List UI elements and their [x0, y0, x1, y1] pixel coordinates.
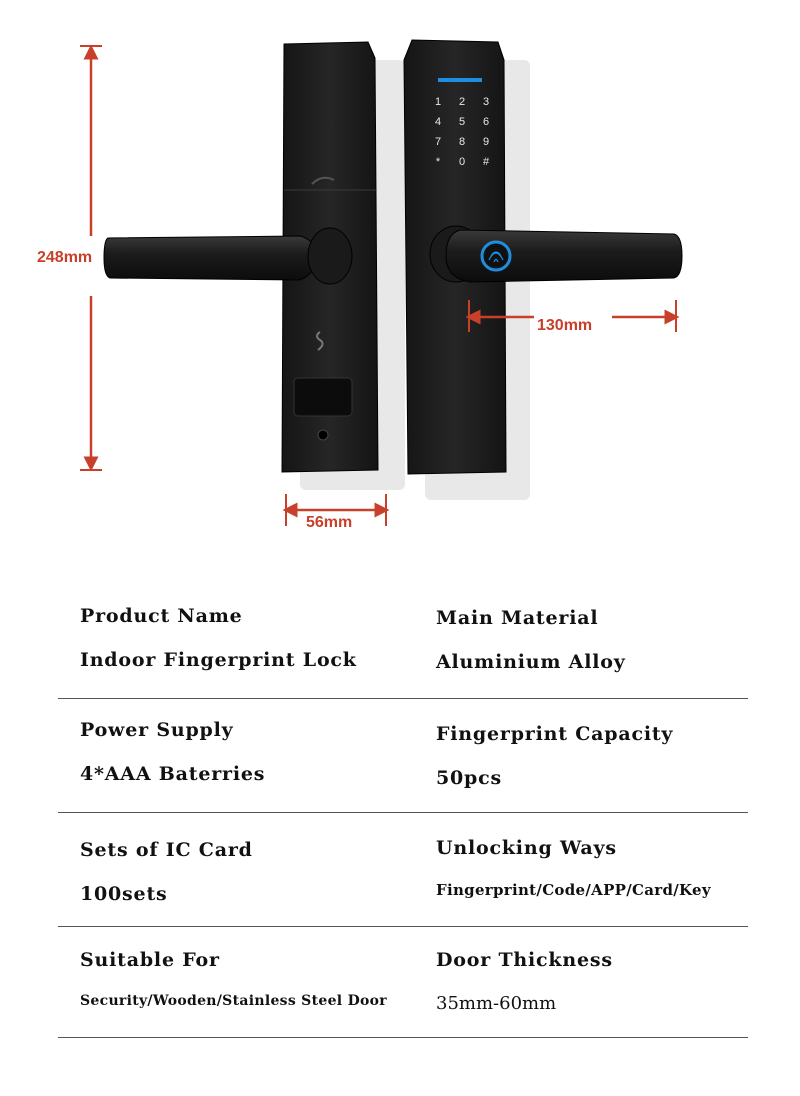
spec-cell: Main Material Aluminium Alloy	[436, 607, 796, 673]
spec-row: Power Supply 4*AAA Baterries Fingerprint…	[58, 699, 748, 813]
spec-value: 100sets	[80, 883, 168, 905]
spec-label: Sets of IC Card	[80, 839, 253, 861]
spec-row: Product Name Indoor Fingerprint Lock Mai…	[58, 585, 748, 699]
front-lever-handle	[429, 225, 683, 283]
spec-cell: Door Thickness 35mm-60mm	[436, 949, 796, 1014]
spec-label: Power Supply	[80, 719, 234, 741]
keypad-key: 5	[459, 116, 465, 128]
keypad-key: 7	[435, 136, 441, 148]
spec-label: Main Material	[436, 607, 599, 629]
spec-cell: Unlocking Ways Fingerprint/Code/APP/Card…	[436, 837, 796, 899]
keypad-key: 1	[435, 96, 441, 108]
spec-row: Suitable For Security/Wooden/Stainless S…	[58, 927, 748, 1038]
keypad-key: 0	[459, 156, 465, 168]
height-label: 248mm	[37, 249, 92, 266]
spec-value: Aluminium Alloy	[436, 651, 626, 673]
spec-value: 50pcs	[436, 767, 502, 789]
spec-label: Unlocking Ways	[436, 837, 617, 859]
keypad-key: 4	[435, 116, 441, 128]
keypad-key: 3	[483, 96, 489, 108]
spec-value: Fingerprint/Code/APP/Card/Key	[436, 881, 711, 899]
width-dimension: 56mm	[282, 494, 390, 531]
handle-length-dimension: 130mm	[465, 300, 680, 334]
handle-length-label: 130mm	[537, 317, 592, 334]
spec-label: Door Thickness	[436, 949, 613, 971]
spec-value: 35mm-60mm	[436, 993, 557, 1014]
fingerprint-sensor-icon	[480, 240, 512, 272]
spec-label: Fingerprint Capacity	[436, 723, 674, 745]
spec-cell: Sets of IC Card 100sets	[80, 839, 440, 905]
spec-cell: Fingerprint Capacity 50pcs	[436, 723, 796, 789]
keypad-key: 6	[483, 116, 489, 128]
spec-cell: Suitable For Security/Wooden/Stainless S…	[80, 949, 440, 1009]
product-figure: 1 2 3 4 5 6 7 8 9 * 0 # 248mm 56mm 130mm	[37, 39, 683, 531]
keypad-key: #	[483, 156, 490, 168]
spec-table: Product Name Indoor Fingerprint Lock Mai…	[58, 585, 748, 1038]
spec-cell: Power Supply 4*AAA Baterries	[80, 719, 440, 785]
spec-value: Security/Wooden/Stainless Steel Door	[80, 993, 387, 1009]
spec-value: Indoor Fingerprint Lock	[80, 649, 357, 671]
spec-row: Sets of IC Card 100sets Unlocking Ways F…	[58, 813, 748, 927]
spec-label: Product Name	[80, 605, 243, 627]
keypad-key: 2	[459, 96, 465, 108]
spec-cell: Product Name Indoor Fingerprint Lock	[80, 605, 440, 671]
spec-value: 4*AAA Baterries	[80, 763, 266, 785]
back-lever-handle	[103, 227, 353, 285]
keypad-key: *	[436, 156, 441, 168]
spec-label: Suitable For	[80, 949, 220, 971]
status-light-bar	[438, 78, 482, 82]
keypad-key: 8	[459, 136, 465, 148]
keypad-key: 9	[483, 136, 489, 148]
width-label: 56mm	[306, 514, 352, 531]
height-dimension: 248mm	[37, 44, 102, 472]
keypad: 1 2 3 4 5 6 7 8 9 * 0 #	[435, 96, 490, 168]
